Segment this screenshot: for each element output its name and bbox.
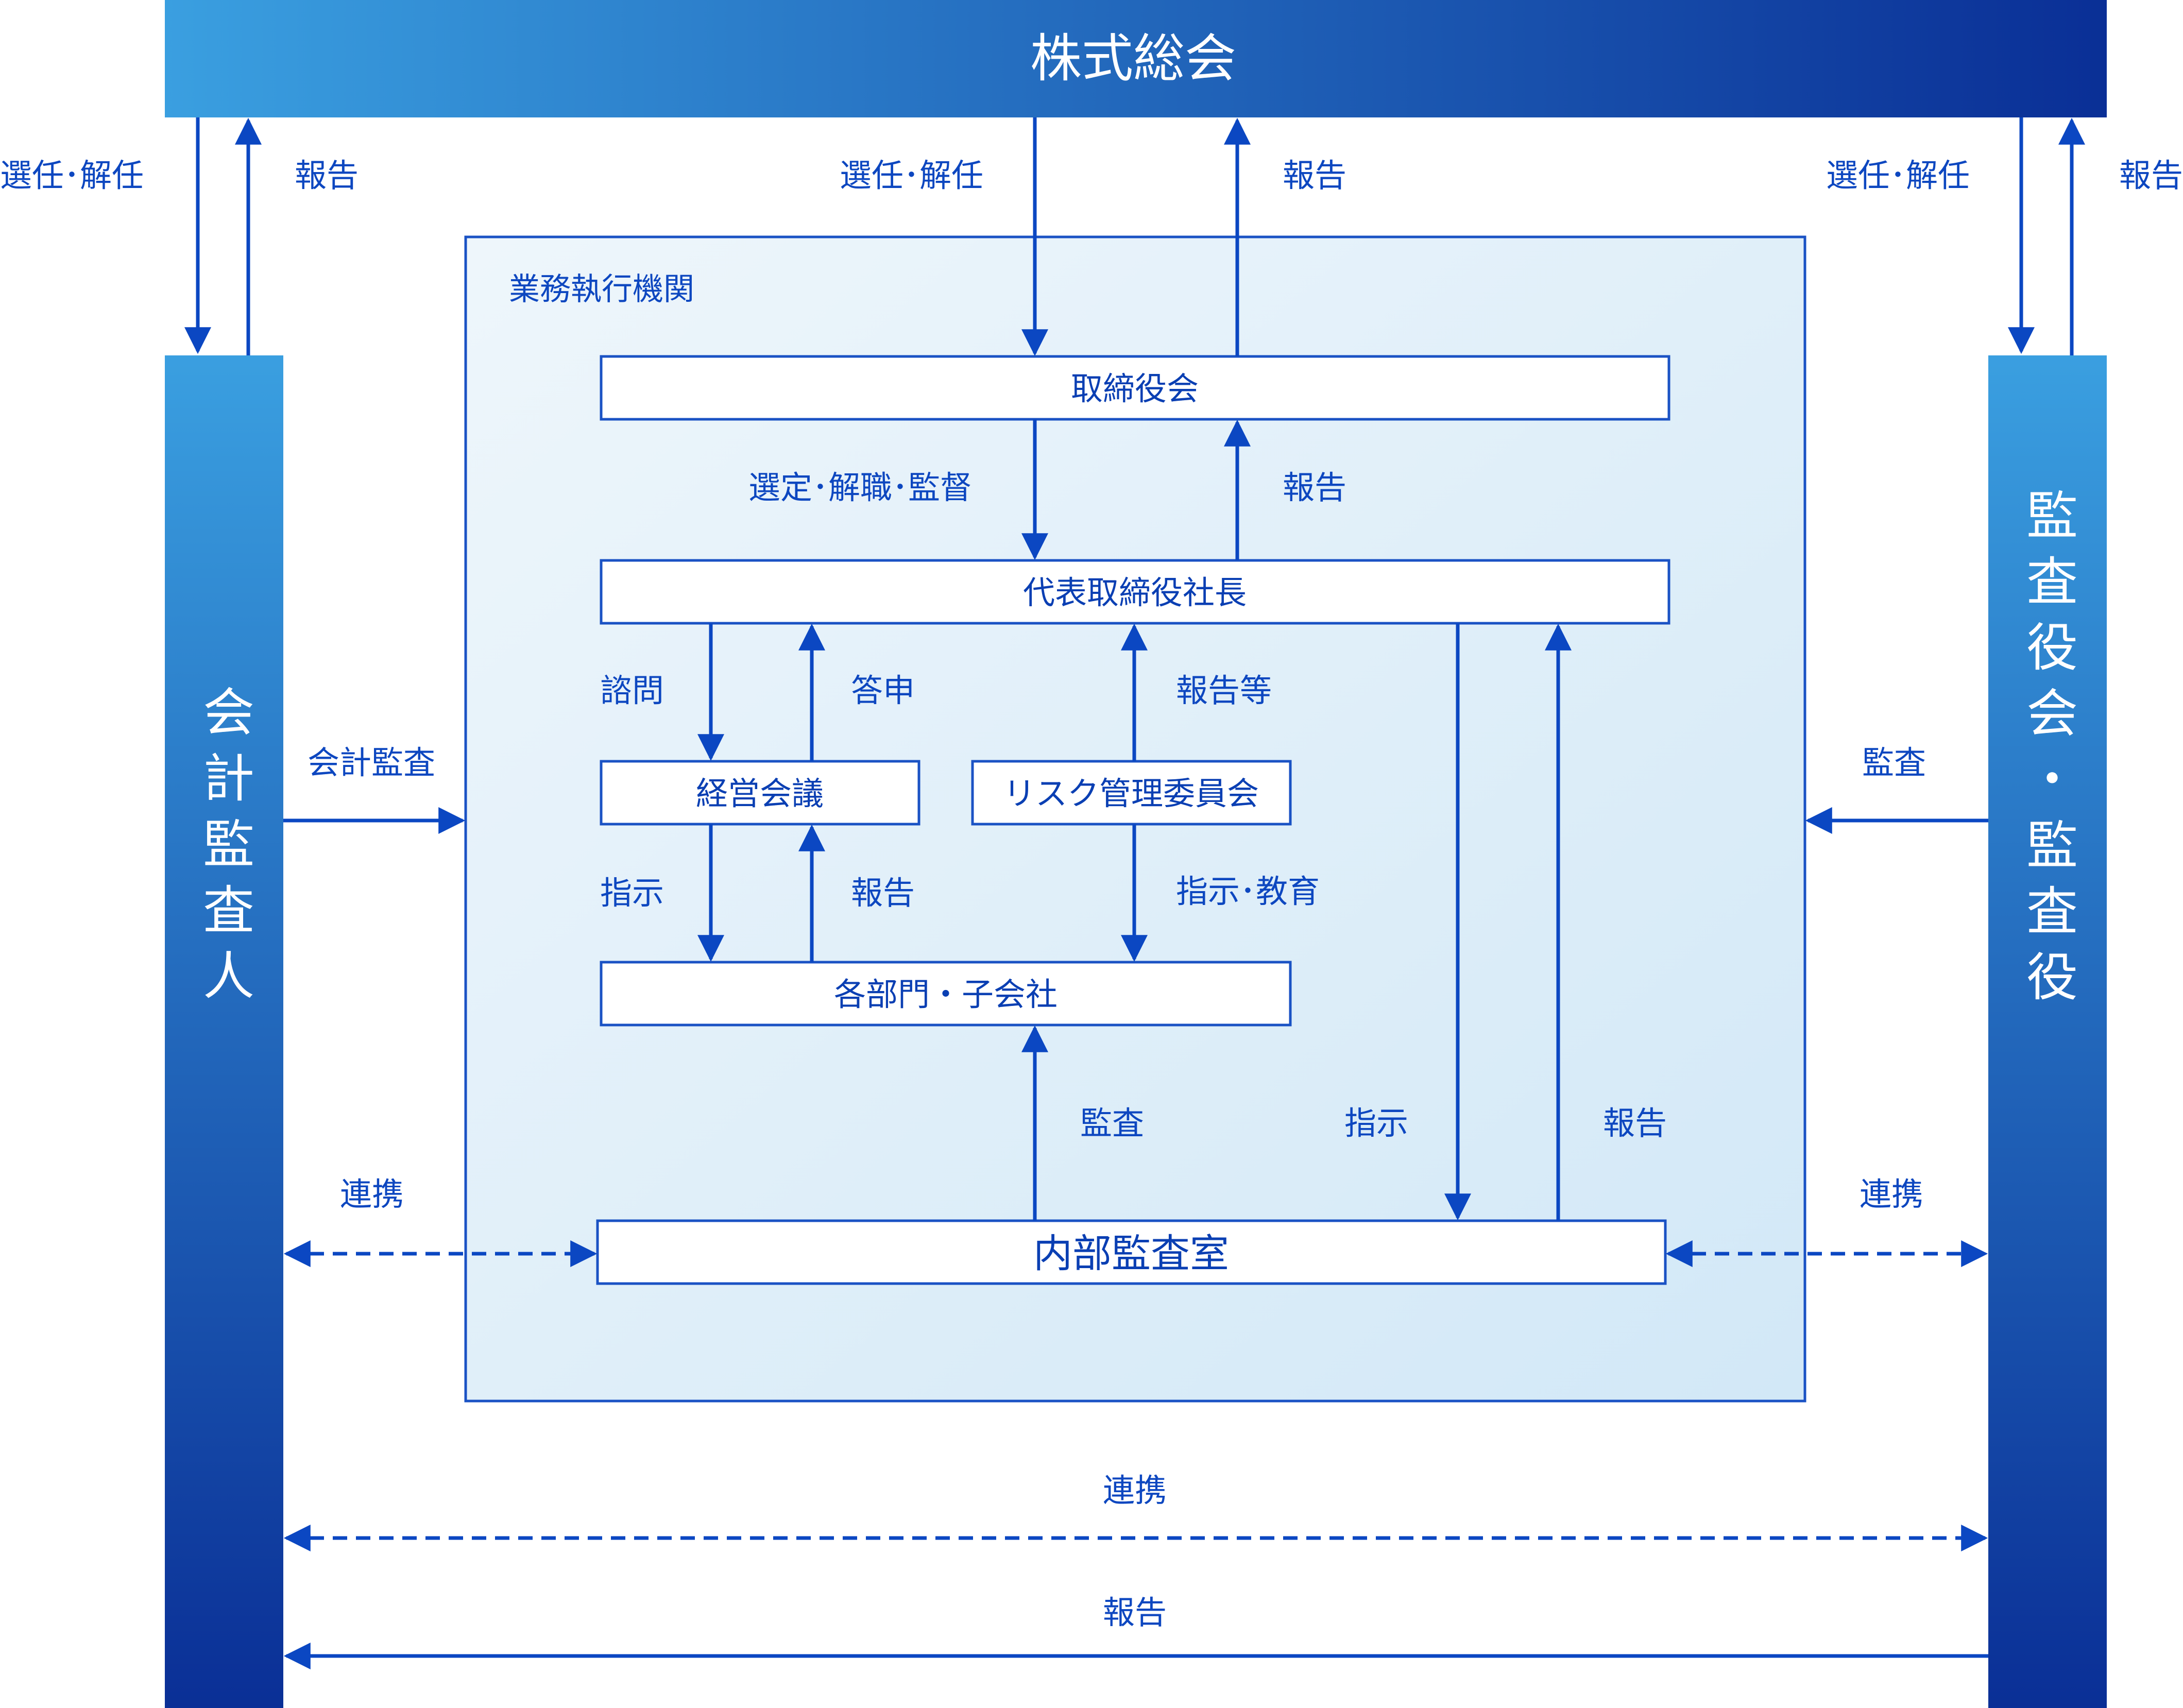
instruct-educate-label: 指示･教育 (1176, 873, 1320, 910)
risk-report-label: 報告等 (1176, 672, 1272, 709)
right-report-label: 報告 (2119, 157, 2183, 194)
internal-audit-box (596, 1219, 1667, 1285)
bottom-coop-label: 連携 (1103, 1472, 1167, 1509)
audit-board-bar (1988, 355, 2107, 1708)
board-of-directors-box (600, 355, 1670, 421)
board-select-label: 選定･解職･監督 (748, 469, 972, 506)
left-report-label: 報告 (295, 157, 359, 194)
right-coop-label: 連携 (1860, 1175, 1923, 1213)
left-coop-label: 連携 (340, 1175, 404, 1213)
audit-board-label: 監査役会・監査役 (2018, 488, 2078, 1016)
bottom-report-label: 報告 (1103, 1594, 1167, 1631)
divisions-box (600, 961, 1292, 1027)
president-box (600, 559, 1670, 625)
accounting-auditor-bar (165, 355, 283, 1708)
ia-audit-label: 監査 (1080, 1104, 1144, 1142)
divisions-label: 各部門・子会社 (834, 976, 1058, 1013)
instruct-label: 指示 (600, 874, 664, 912)
risk-committee-label: リスク管理委員会 (1003, 775, 1259, 812)
accounting-audit-label: 会計監査 (308, 744, 435, 781)
center-appoint-label: 選任･解任 (840, 157, 983, 194)
president-label: 代表取締役社長 (1023, 574, 1247, 611)
ia-report-label: 報告 (1603, 1104, 1667, 1142)
business-execution-label: 業務執行機関 (509, 271, 694, 308)
center-report-label: 報告 (1283, 157, 1346, 194)
shareholders-meeting-bar (165, 0, 2107, 117)
left-appoint-label: 選任･解任 (0, 157, 144, 194)
audit-label: 監査 (1862, 744, 1926, 781)
accounting-auditor-label: 会計監査人 (194, 685, 254, 1015)
management-meeting-box (600, 760, 920, 826)
ia-instruct-label: 指示 (1344, 1104, 1408, 1142)
board-of-directors-label: 取締役会 (1071, 370, 1199, 407)
shareholders-meeting-label: 株式総会 (1030, 28, 1236, 89)
risk-committee-box (971, 760, 1292, 826)
answer-label: 答申 (851, 672, 915, 709)
mgmt-report-label: 報告 (851, 874, 915, 912)
management-meeting-label: 経営会議 (696, 775, 824, 812)
board-report-label: 報告 (1283, 469, 1346, 506)
internal-audit-label: 内部監査室 (1033, 1231, 1229, 1276)
consult-label: 諮問 (600, 672, 664, 709)
right-appoint-label: 選任･解任 (1826, 157, 1970, 194)
